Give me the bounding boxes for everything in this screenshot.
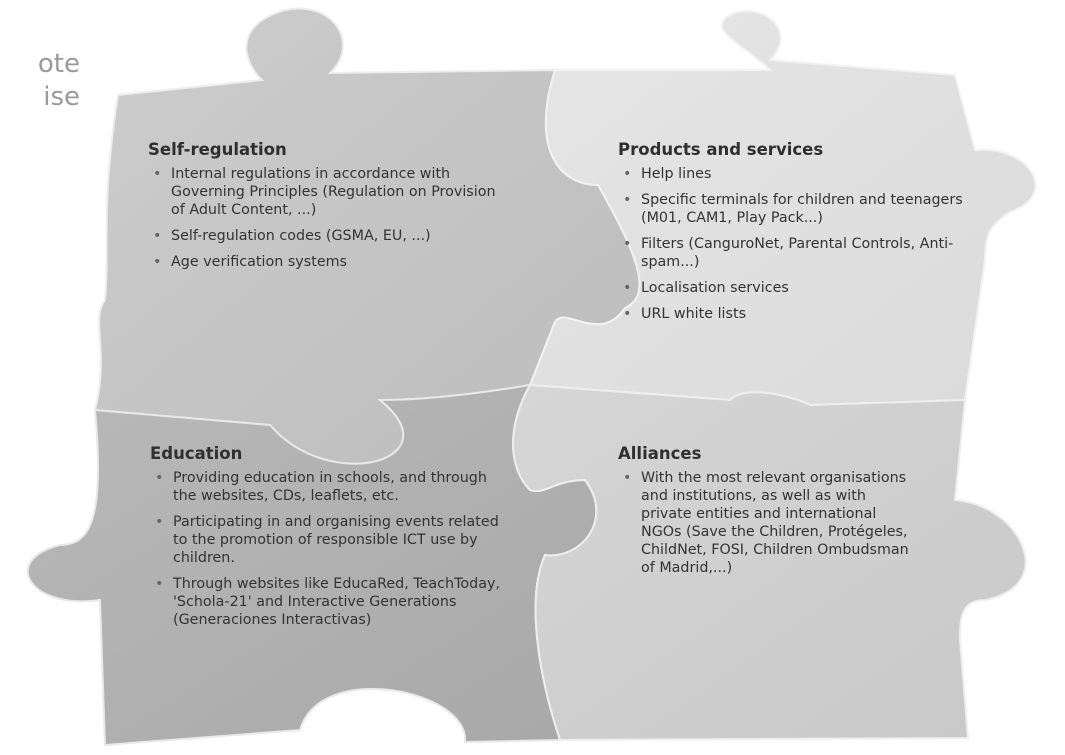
panel-title: Alliances [618,444,702,463]
list-item: • Localisation services [618,279,978,297]
bullet-icon: • [623,192,632,208]
bullet-list: • With the most relevant organisations an… [618,469,918,577]
bullet-list: • Providing education in schools, and thr… [150,469,510,629]
list-item-text: Self-regulation codes (GSMA, EU, ...) [171,228,431,244]
bullet-icon: • [623,280,632,296]
panel-products-and-services: Products and services • Help lines • Speci… [618,140,978,331]
list-item: • Internal regulations in accordance with… [148,165,508,219]
bullet-icon: • [153,254,162,270]
bullet-icon: • [623,470,632,486]
list-item-text: URL white lists [641,306,747,322]
list-item: • Participating in and organising events … [150,513,510,567]
bullet-list: • Help lines • Specific terminals for chil… [618,165,978,323]
panel-self-regulation: Self-regulation • Internal regulations in… [148,140,508,279]
panel-alliances: Alliances • With the most relevant organi… [618,444,918,585]
bullet-icon: • [153,166,162,182]
list-item: • Providing education in schools, and thr… [150,469,510,505]
list-item-text: Internal regulations in accordance with … [171,166,496,218]
panel-title: Self-regulation [148,140,287,159]
bullet-icon: • [155,514,164,530]
list-item-text: Providing education in schools, and thro… [173,470,487,504]
side-text-line: ote [37,49,80,79]
bullet-icon: • [153,228,162,244]
side-text-line: ise [43,82,80,112]
panel-title: Education [150,444,243,463]
list-item-text: With the most relevant organisations and… [641,470,909,576]
list-item: • URL white lists [618,305,978,323]
list-item-text: Participating in and organising events r… [173,514,499,566]
list-item: • Self-regulation codes (GSMA, EU, ...) [148,227,508,245]
bullet-icon: • [623,306,632,322]
bullet-icon: • [623,236,632,252]
list-item: • Help lines [618,165,978,183]
list-item-text: Specific terminals for children and teen… [641,192,963,226]
list-item-text: Localisation services [641,280,789,296]
list-item: • Specific terminals for children and tee… [618,191,978,227]
cropped-side-text: ote ise [0,48,80,114]
list-item: • Filters (CanguroNet, Parental Controls,… [618,235,978,271]
list-item: • With the most relevant organisations an… [618,469,918,577]
list-item-text: Age verification systems [171,254,347,270]
bullet-list: • Internal regulations in accordance with… [148,165,508,271]
bullet-icon: • [155,470,164,486]
panel-education: Education • Providing education in school… [150,444,510,637]
bullet-icon: • [155,576,164,592]
list-item: • Age verification systems [148,253,508,271]
list-item: • Through websites like EducaRed, TeachTo… [150,575,510,629]
list-item-text: Through websites like EducaRed, TeachTod… [173,576,500,628]
bullet-icon: • [623,166,632,182]
panel-title: Products and services [618,140,824,159]
puzzle-piece-bottom-right [512,383,1027,742]
list-item-text: Filters (CanguroNet, Parental Controls, … [641,236,954,270]
list-item-text: Help lines [641,166,712,182]
